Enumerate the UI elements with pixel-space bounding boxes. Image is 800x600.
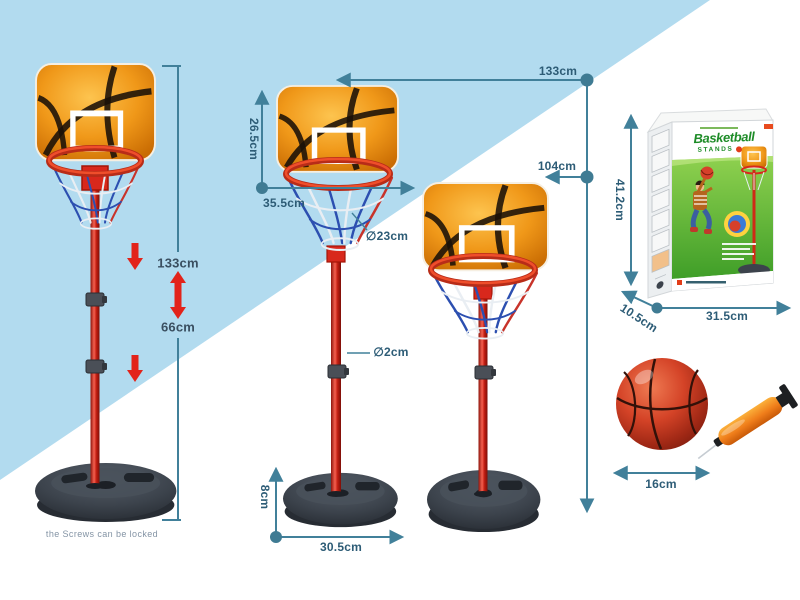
box-subtitle-badge-icon [736,145,743,152]
down-arrow-icon [127,243,143,270]
stand-left [35,64,177,522]
hand-pump [697,384,798,460]
stand-short-pole [478,288,488,494]
label-short-height: 104cm [537,159,577,173]
label-base-diameter: 30.5cm [320,540,362,554]
label-backboard-width: 35.5cm [263,196,305,210]
dimension-lines [162,65,792,545]
product-box [646,108,774,299]
stand-short [423,183,548,533]
box-inset-circle [724,211,750,237]
label-screws-note: the Screws can be locked [45,529,159,539]
box-jumping-boy [690,166,714,234]
label-ball-diameter: 16cm [645,477,677,491]
basketball [616,358,708,450]
label-left-min-height: 66cm [160,319,196,335]
box-subtitle-text: STANDS [697,145,734,154]
box-instruction-panel [651,128,670,289]
pump-needle [697,441,720,460]
label-pole-diameter: ∅2cm [373,345,409,359]
stand-middle [277,86,398,528]
label-backboard-height: 26.5cm [247,118,261,160]
dimension-dots [256,73,663,543]
double-arrow-icon [170,271,186,319]
label-box-height: 41.2cm [613,179,627,221]
label-tall-height: 133cm [538,64,578,78]
label-box-width: 31.5cm [706,309,748,323]
down-arrow-icon [127,355,143,382]
height-adjust-arrows [127,243,186,382]
box-front-art [672,124,773,291]
label-base-height: 8cm [258,484,272,510]
label-hoop-diameter: ∅23cm [365,229,409,243]
dim-left-height [162,65,181,521]
label-left-max-height: 133cm [157,255,199,271]
stand-left-pole [90,186,100,486]
dim-box-depth [620,290,658,309]
leader-hoop-diameter [351,212,368,231]
pump-handle [779,384,798,409]
